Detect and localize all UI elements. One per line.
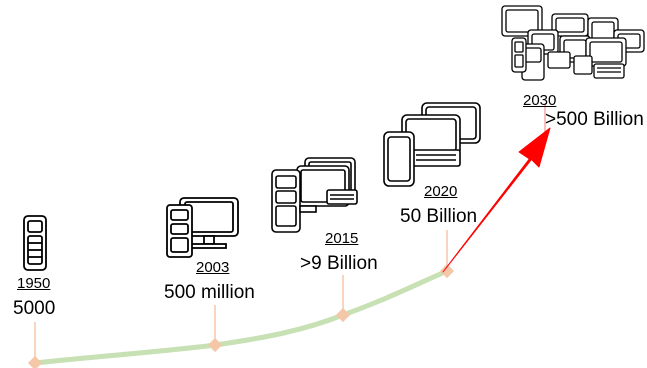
milestone-2030-year: 2030: [523, 92, 557, 109]
milestone-2020-count: 50 Billion: [400, 206, 478, 227]
phone-icon: [23, 215, 47, 271]
laptop-tablet-group-icon: [383, 102, 481, 187]
marker-1950: [27, 355, 43, 368]
milestone-1950-count: 5000: [13, 298, 56, 319]
desktop-phone-group-icon: [271, 157, 358, 233]
marker-2015: [335, 307, 351, 323]
device-cluster-icon: [501, 5, 645, 81]
milestone-2003-count: 500 million: [164, 282, 255, 303]
growth-curve: [32, 268, 450, 366]
marker-2020: [439, 263, 455, 279]
milestone-1950-year: 1950: [17, 275, 51, 292]
growth-arrow: [442, 127, 551, 273]
milestone-2030-count: >500 Billion: [545, 109, 644, 130]
milestone-2003-year: 2003: [196, 259, 230, 276]
milestone-2015-year: 2015: [325, 230, 359, 247]
milestone-2020-year: 2020: [424, 183, 458, 200]
marker-2003: [207, 337, 223, 353]
milestone-2015-count: >9 Billion: [300, 253, 378, 274]
desktop-computer-icon: [166, 197, 239, 258]
